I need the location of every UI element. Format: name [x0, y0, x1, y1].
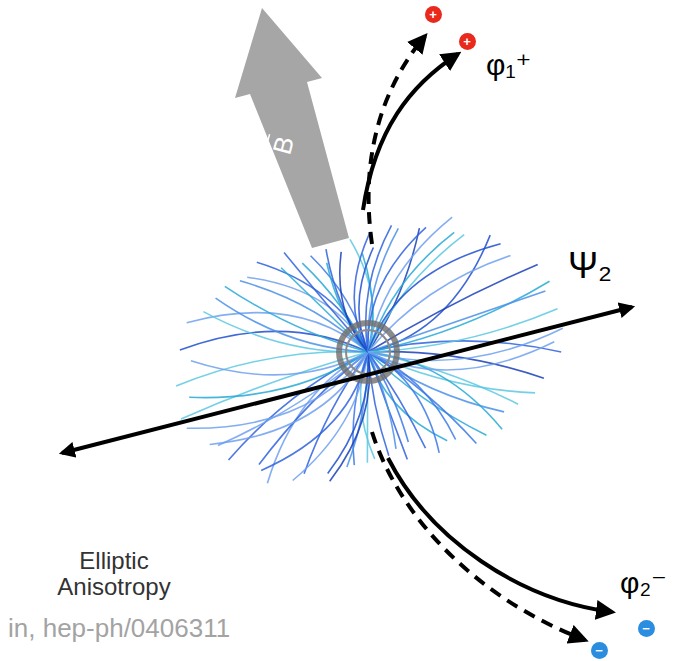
- particle-angle-label: φ₁⁺: [486, 48, 531, 81]
- dashed-positive-arrow: [369, 36, 425, 244]
- solid-negative-arrow: [388, 458, 612, 612]
- event-plane-label: Ψ₂: [568, 246, 612, 286]
- charge-marker: −: [591, 642, 608, 659]
- particle-tracks: [176, 217, 563, 483]
- reference-label: in, hep-ph/0406311: [8, 614, 230, 643]
- anisotropy-label: Elliptic Anisotropy: [48, 548, 180, 601]
- magnetic-field-arrow: [235, 8, 349, 248]
- particle-track: [368, 217, 452, 352]
- charge-sign: +: [429, 8, 437, 21]
- dashed-negative-arrow: [372, 432, 585, 640]
- charge-sign: −: [595, 644, 603, 657]
- charge-marker: −: [638, 620, 655, 637]
- detector-ring: [339, 323, 397, 381]
- charge-marker: +: [425, 6, 442, 23]
- particle-track: [284, 253, 368, 352]
- particle-track: [368, 352, 502, 429]
- particle-track: [368, 352, 389, 456]
- particle-angle-label: φ₂⁻: [620, 566, 667, 599]
- particle-track: [267, 352, 368, 483]
- event-plane-axis: [62, 307, 632, 453]
- particle-track: [368, 256, 511, 353]
- charge-sign: −: [642, 622, 650, 635]
- charge-sign: +: [463, 35, 471, 48]
- charge-marker: +: [459, 33, 476, 50]
- solid-positive-arrow: [363, 54, 458, 210]
- detector-ring-inner: [346, 330, 390, 374]
